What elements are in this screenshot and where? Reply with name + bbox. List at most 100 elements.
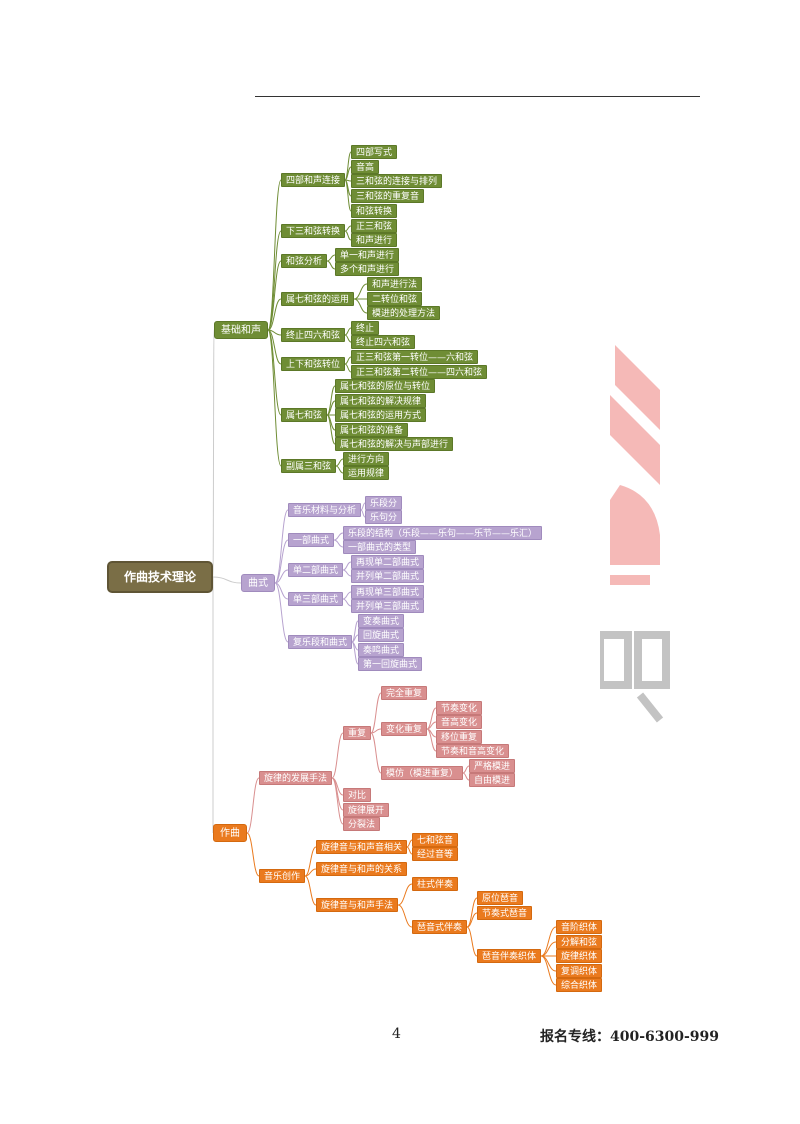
connector-line (342, 598, 352, 607)
green-leaf[interactable]: 四部写式 (351, 145, 398, 159)
connector-line (426, 728, 437, 752)
connector-line (331, 777, 344, 825)
header-rule (255, 96, 700, 97)
green-leaf[interactable]: 运用规律 (343, 466, 390, 480)
connector-line (304, 868, 317, 877)
section-composition[interactable]: 作曲 (213, 824, 247, 842)
orange-leaf[interactable]: 七和弦音 (412, 833, 459, 847)
group-chord-analysis[interactable]: 和弦分析 (281, 254, 328, 268)
purple-leaf[interactable]: 并列单三部曲式 (351, 599, 425, 613)
connector-line (246, 832, 260, 877)
pink-leaf[interactable]: 严格模进 (469, 759, 516, 773)
purple-leaf[interactable]: 变奏曲式 (358, 614, 405, 628)
connector-line (342, 591, 352, 600)
purple-leaf[interactable]: 一部曲式的类型 (343, 540, 417, 554)
pink-leaf[interactable]: 自由模进 (469, 773, 516, 787)
green-leaf[interactable]: 和弦转换 (351, 204, 398, 218)
green-leaf[interactable]: 和声进行法 (367, 277, 423, 291)
group-compound-form[interactable]: 复乐段和曲式 (288, 635, 353, 649)
group-melody-development[interactable]: 旋律的发展手法 (259, 771, 333, 785)
orange-leaf[interactable]: 旋律音与和声的关系 (316, 862, 408, 876)
green-leaf[interactable]: 单一和声进行 (335, 248, 400, 262)
orange-leaf[interactable]: 音阶织体 (556, 920, 603, 934)
section-basic-harmony[interactable]: 基础和声 (214, 321, 268, 339)
connector-line (274, 582, 289, 643)
purple-leaf[interactable]: 乐句分 (365, 510, 403, 524)
green-leaf[interactable]: 多个和声进行 (335, 262, 400, 276)
pink-leaf[interactable]: 移位重复 (436, 730, 483, 744)
connector-line (344, 179, 352, 212)
purple-leaf[interactable]: 奏鸣曲式 (358, 643, 405, 657)
group-dominant-seventh[interactable]: 属七和弦 (281, 408, 328, 422)
orange-leaf[interactable]: 分解和弦 (556, 935, 603, 949)
green-leaf[interactable]: 和声进行 (351, 233, 398, 247)
connector-line (326, 414, 336, 445)
orange-leaf[interactable]: 复调织体 (556, 964, 603, 978)
green-leaf[interactable]: 属七和弦的准备 (335, 423, 409, 437)
pink-leaf[interactable]: 音高变化 (436, 715, 483, 729)
green-leaf[interactable]: 终止四六和弦 (351, 335, 416, 349)
group-inversions[interactable]: 上下和弦转位 (281, 357, 346, 371)
purple-leaf[interactable]: 回旋曲式 (358, 628, 405, 642)
connector-line (466, 926, 478, 957)
section-form[interactable]: 曲式 (241, 574, 275, 592)
orange-harmony-tones[interactable]: 旋律音与和声音相关 (316, 840, 408, 854)
group-lower-triad[interactable]: 下三和弦转换 (281, 224, 346, 238)
pink-leaf[interactable]: 节奏变化 (436, 701, 483, 715)
orange-leaf[interactable]: 原位琶音 (477, 891, 524, 905)
green-leaf[interactable]: 音高 (351, 160, 380, 174)
connector-line (267, 298, 282, 331)
purple-leaf[interactable]: 再现单二部曲式 (351, 555, 425, 569)
green-leaf[interactable]: 三和弦的重复音 (351, 189, 425, 203)
pink-repetition[interactable]: 重复 (343, 726, 372, 740)
group-ternary-form[interactable]: 单三部曲式 (288, 592, 344, 606)
purple-leaf[interactable]: 并列单二部曲式 (351, 569, 425, 583)
orange-leaf[interactable]: 节奏式琶音 (477, 906, 533, 920)
connector-line (351, 641, 359, 665)
group-dominant-seventh-use[interactable]: 属七和弦的运用 (281, 292, 355, 306)
green-leaf[interactable]: 进行方向 (343, 452, 390, 466)
green-leaf[interactable]: 正三和弦第一转位——六和弦 (351, 350, 479, 364)
purple-leaf[interactable]: 乐段分 (365, 496, 403, 510)
green-leaf[interactable]: 模进的处理方法 (367, 306, 441, 320)
orange-arpeggio-texture[interactable]: 琶音伴奏织体 (477, 949, 542, 963)
group-binary-form[interactable]: 单二部曲式 (288, 563, 344, 577)
group-four-part[interactable]: 四部和声连接 (281, 173, 346, 187)
purple-leaf[interactable]: 再现单三部曲式 (351, 585, 425, 599)
orange-leaf[interactable]: 经过音等 (412, 847, 459, 861)
pink-leaf[interactable]: 完全重复 (381, 686, 428, 700)
group-material-analysis[interactable]: 音乐材料与分析 (288, 503, 362, 517)
green-leaf[interactable]: 正三和弦第二转位——四六和弦 (351, 365, 488, 379)
connector-line (370, 732, 382, 774)
orange-arpeggio[interactable]: 琶音式伴奏 (412, 920, 468, 934)
green-leaf[interactable]: 二转位和弦 (367, 292, 423, 306)
green-leaf[interactable]: 属七和弦的原位与转位 (335, 379, 436, 393)
pink-leaf[interactable]: 分裂法 (343, 817, 381, 831)
group-music-creation[interactable]: 音乐创作 (259, 869, 306, 883)
green-leaf[interactable]: 属七和弦的解决与声部进行 (335, 437, 454, 451)
orange-leaf[interactable]: 旋律织体 (556, 949, 603, 963)
orange-leaf[interactable]: 综合织体 (556, 978, 603, 992)
orange-leaf[interactable]: 柱式伴奏 (412, 877, 459, 891)
green-leaf[interactable]: 终止 (351, 321, 380, 335)
green-leaf[interactable]: 正三和弦 (351, 219, 398, 233)
green-leaf[interactable]: 属七和弦的运用方式 (335, 408, 427, 422)
group-cadential-six-four[interactable]: 终止四六和弦 (281, 328, 346, 342)
pink-imitation[interactable]: 模仿（模进重复） (381, 766, 464, 780)
group-secondary-triad[interactable]: 副属三和弦 (281, 459, 337, 473)
purple-leaf[interactable]: 第一回旋曲式 (358, 657, 423, 671)
group-one-part-form[interactable]: 一部曲式 (288, 533, 335, 547)
registration-hotline: 报名专线：400-6300-999 (540, 1029, 720, 1045)
connector-line (212, 576, 242, 584)
pink-leaf[interactable]: 节奏和音高变化 (436, 744, 510, 758)
root-node[interactable]: 作曲技术理论 (107, 561, 213, 593)
pink-leaf[interactable]: 旋律展开 (343, 803, 390, 817)
orange-harmony-technique[interactable]: 旋律音与和声手法 (316, 898, 399, 912)
green-leaf[interactable]: 三和弦的连接与排列 (351, 174, 443, 188)
pink-leaf[interactable]: 对比 (343, 788, 372, 802)
connector-line (326, 385, 336, 416)
pink-varied-repetition[interactable]: 变化重复 (381, 722, 428, 736)
purple-leaf[interactable]: 乐段的结构（乐段——乐句——乐节——乐汇） (343, 526, 543, 540)
green-leaf[interactable]: 属七和弦的解决规律 (335, 394, 427, 408)
